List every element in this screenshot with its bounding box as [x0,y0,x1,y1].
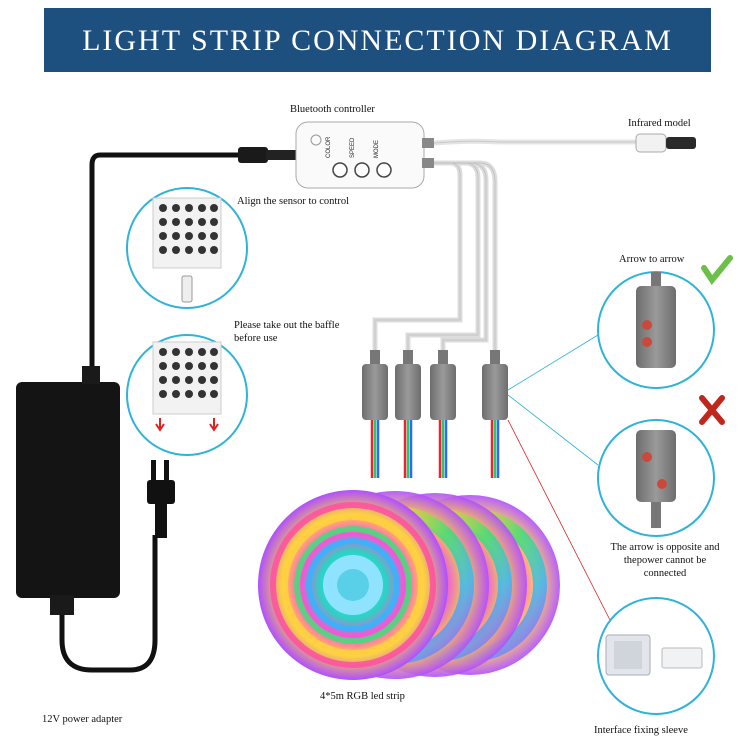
arrow-down-icon-2 [209,418,219,432]
led-strip-reels [258,490,560,680]
diagram-title: LIGHT STRIP CONNECTION DIAGRAM [82,24,673,57]
color-button-label: COLOR [326,136,332,158]
inset-correct-connection [597,255,733,389]
output-cables-outline [374,162,496,360]
arrow-down-icon [155,418,165,432]
speed-button-icon [354,162,370,178]
inset-wrong-connection [597,395,725,537]
check-icon [701,255,733,286]
output-cables [372,160,498,360]
pointer-lines [507,334,611,621]
connector-2 [395,364,421,420]
infrared-model-label: Infrared model [628,118,691,129]
take-out-baffle-label: Please take out the baffle before use [234,320,340,344]
arrow-opposite-label: The arrow is opposite and thepower canno… [610,542,720,579]
inset-fixing-sleeve [597,597,715,715]
rgb-wires [370,420,500,478]
arrow-marker-icon-2 [642,337,652,347]
title-banner: LIGHT STRIP CONNECTION DIAGRAM [44,8,711,72]
led-strip-label: 4*5m RGB led strip [320,691,405,702]
remote-keypad-icon-2 [159,348,218,398]
bluetooth-controller: COLOR SPEED MODE [238,121,434,189]
align-sensor-label: Align the sensor to control [237,196,349,207]
speed-button-label: SPEED [350,137,356,158]
inset-remote-sensor [126,187,248,309]
arrow-to-arrow-label: Arrow to arrow [619,254,685,265]
infrared-model [433,133,696,153]
connector-1 [362,364,388,420]
interface-sleeve-label: Interface fixing sleeve [594,725,688,736]
mode-button-label: MODE [374,140,380,158]
strip-connectors [362,350,508,420]
mode-button-icon [376,162,392,178]
arrow-marker-icon-4 [657,479,667,489]
power-cable [59,152,250,673]
inset-remote-baffle [126,334,248,456]
connector-4 [482,364,508,420]
power-adapter-label: 12V power adapter [42,714,123,725]
connector-3 [430,364,456,420]
cross-icon [699,395,725,425]
bluetooth-controller-label: Bluetooth controller [290,104,375,115]
color-button-icon [332,162,348,178]
plug-icon [147,460,175,538]
led-reel-1 [258,490,448,680]
arrow-marker-icon [642,320,652,330]
ir-sensor-icon [310,134,322,146]
arrow-marker-icon-3 [642,452,652,462]
power-adapter [16,366,120,615]
remote-keypad-icon [159,204,218,254]
